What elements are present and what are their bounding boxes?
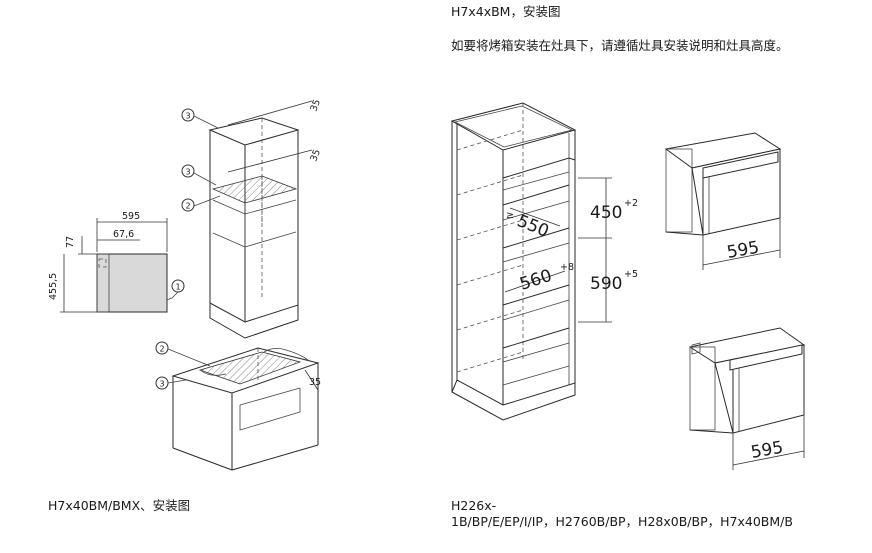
dim-width-tol: +8 <box>560 262 574 273</box>
worktop-cutout-hatch <box>198 351 302 385</box>
cabinet-vent-hatch <box>211 175 298 204</box>
svg-text:2: 2 <box>186 202 191 211</box>
oven-front-panel <box>96 253 168 313</box>
dim-oven-small-width: 595 <box>725 238 760 263</box>
dim-clearance-1: 35 <box>308 98 322 113</box>
dim-depth-prefix: ≥ <box>506 210 514 221</box>
dim-upper-height: 450 <box>590 203 622 223</box>
right-compact-oven: 595 <box>664 132 782 270</box>
callout-2-bottom <box>155 341 169 355</box>
svg-text:3: 3 <box>186 112 191 121</box>
svg-text:2: 2 <box>160 345 165 354</box>
right-diagram-title: H7x4xBM，安装图 <box>451 4 561 19</box>
right-diagram-caption-line2: 1B/BP/E/EP/I/IP，H2760B/BP，H28x0B/BP，H7x4… <box>451 514 793 529</box>
svg-text:1: 1 <box>176 283 181 292</box>
right-diagram-caption-line1: H226x- <box>451 498 497 513</box>
callout-3-top <box>181 108 195 122</box>
callout-3-mid <box>181 164 195 178</box>
left-undercounter-cabinet: 35 2 3 <box>155 341 321 471</box>
svg-text:3: 3 <box>186 168 191 177</box>
dim-lower-height: 590 <box>590 274 622 294</box>
dim-width: 560 <box>517 266 554 295</box>
dim-lower-height-tol: +5 <box>624 269 638 280</box>
dim-clearance-2: 35 <box>308 148 322 163</box>
right-diagram-description: 如要将烤箱安装在灶具下，请遵循灶具安装说明和灶具高度。 <box>451 38 789 53</box>
callout-2-mid <box>181 198 195 212</box>
left-diagram-caption: H7x40BM/BMX、安装图 <box>48 498 191 513</box>
dim-clearance-3: 35 <box>309 377 321 388</box>
dim-panel-depth: 67,6 <box>113 229 134 240</box>
dim-front-height: 455,5 <box>48 273 59 300</box>
right-tall-housing: ≥ 550 560 +8 450 +2 590 +5 <box>450 102 638 421</box>
dim-front-width: 595 <box>122 211 140 222</box>
left-tall-cabinet: 35 35 3 3 2 <box>181 98 323 339</box>
svg-text:3: 3 <box>160 380 165 389</box>
dim-upper-height-tol: +2 <box>624 198 638 209</box>
right-full-oven: 595 <box>688 327 806 470</box>
dim-top-offset: 77 <box>65 236 76 248</box>
dim-oven-large-width: 595 <box>749 438 784 463</box>
left-oven-front-view: 595 67,6 77 455,5 1 <box>48 211 185 313</box>
dim-depth: 550 <box>514 211 552 242</box>
